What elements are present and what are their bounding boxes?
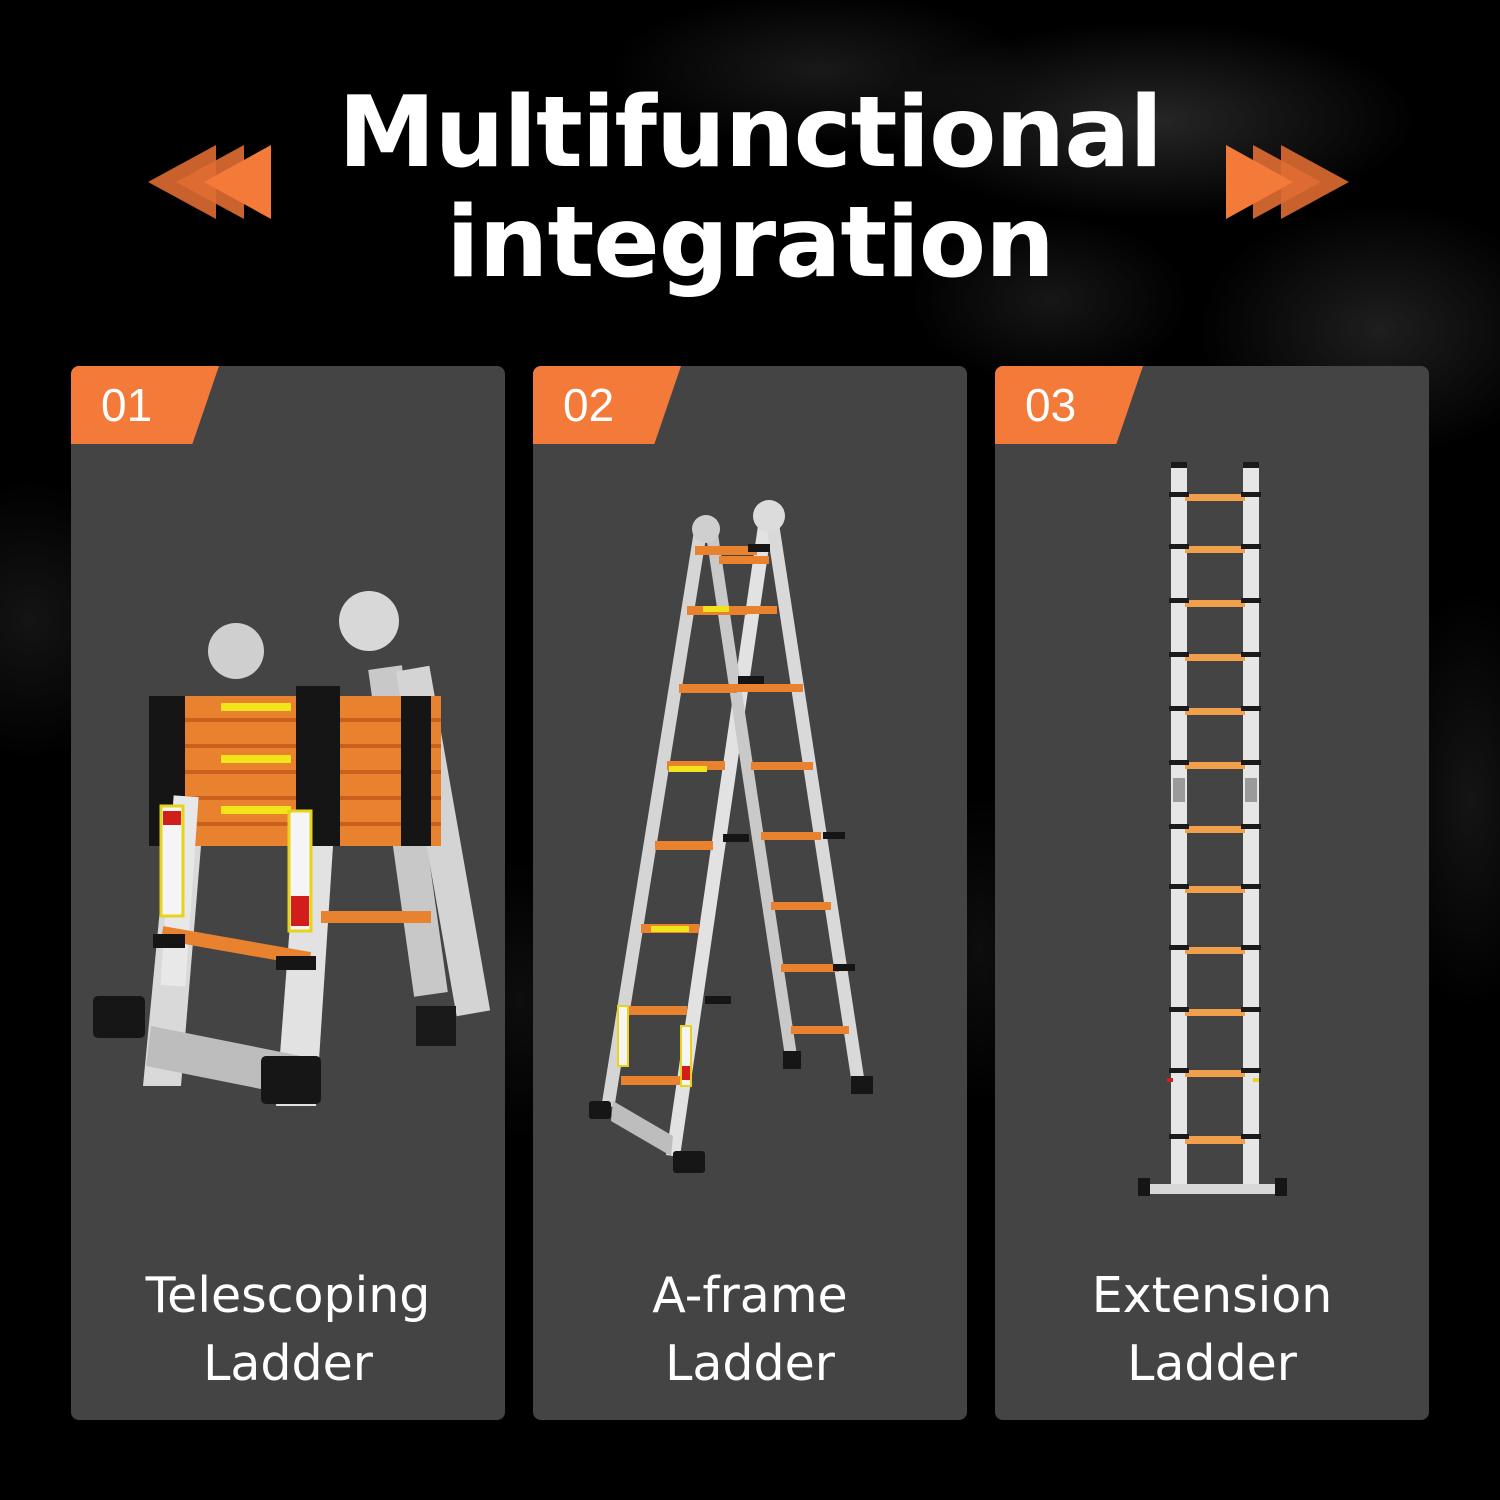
card-caption: Extension Ladder xyxy=(995,1262,1429,1398)
card-caption: Telescoping Ladder xyxy=(71,1262,505,1398)
caption-line-2: Ladder xyxy=(665,1335,835,1392)
telescoping-ladder-image xyxy=(93,591,491,1106)
page-title: Multifunctional integration xyxy=(0,78,1500,298)
title-line-1: Multifunctional xyxy=(338,76,1163,190)
card-number-badge: 02 xyxy=(533,366,681,444)
caption-line-1: A-frame xyxy=(652,1267,848,1324)
card-number-badge: 03 xyxy=(995,366,1143,444)
extension-ladder-image xyxy=(1138,462,1287,1196)
caption-line-1: Telescoping xyxy=(145,1267,431,1324)
card-number: 02 xyxy=(563,379,615,431)
title-line-2: integration xyxy=(446,186,1055,300)
card-a-frame-ladder: 02 A-frame Ladder xyxy=(533,366,967,1420)
card-extension-ladder: 03 Extension Ladder xyxy=(995,366,1429,1420)
triple-left-arrow-icon xyxy=(148,145,271,219)
a-frame-ladder-image xyxy=(589,500,873,1173)
caption-line-2: Ladder xyxy=(203,1335,373,1392)
card-number: 01 xyxy=(101,379,153,431)
card-number-badge: 01 xyxy=(71,366,219,444)
caption-line-2: Ladder xyxy=(1127,1335,1297,1392)
caption-line-1: Extension xyxy=(1091,1267,1333,1324)
card-number: 03 xyxy=(1025,379,1077,431)
triple-right-arrow-icon xyxy=(1226,145,1349,219)
card-caption: A-frame Ladder xyxy=(533,1262,967,1398)
card-telescoping-ladder: 01 Telescoping Ladder xyxy=(71,366,505,1420)
